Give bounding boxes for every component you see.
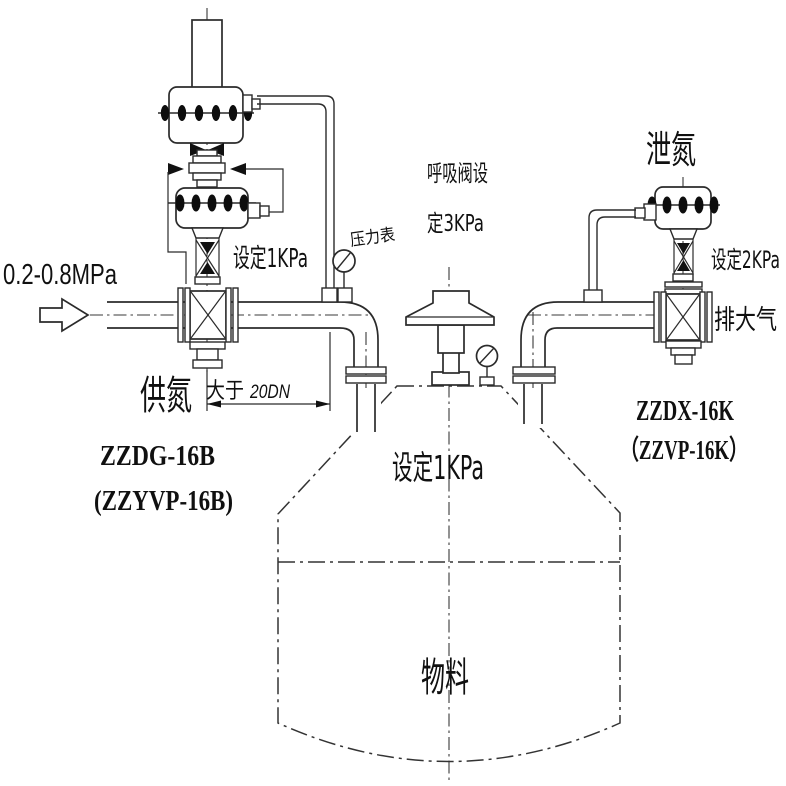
breathing-valve-label-line2: 定3KPa	[427, 211, 484, 237]
tank-setting-label: 设定1KPa	[392, 448, 484, 487]
vent-label: 排大气	[714, 305, 777, 336]
tap-fitting	[321, 287, 338, 303]
release-label: 泄氮	[646, 128, 696, 172]
pipe-flange-pair	[512, 366, 556, 375]
release-valve-model-alt-label: （ZZVP-16K）	[620, 435, 748, 465]
feedback-tube-right	[246, 168, 284, 213]
release-valve-setting-label: 设定2KPa	[711, 246, 780, 274]
feedback-tube-left	[167, 172, 187, 284]
supply-regulator-valve	[158, 19, 338, 369]
valve-yoke	[190, 227, 225, 285]
release-regulator-valve	[583, 186, 720, 365]
supply-valve-model-label: ZZDG-16B	[100, 440, 215, 472]
supply-valve-setting-label: 设定1KPa	[233, 244, 308, 274]
breather-cap	[405, 290, 495, 326]
release-pipe	[512, 301, 654, 424]
spring-housing	[191, 19, 223, 89]
valve-body	[177, 287, 239, 369]
pipe-flange-pair	[345, 366, 387, 375]
pressure-gauge-label: 压力表	[349, 225, 396, 251]
chamber-nipple	[247, 202, 261, 219]
inlet-flow-arrow-icon	[39, 297, 90, 333]
storage-tank	[277, 385, 621, 763]
breathing-valve	[405, 290, 495, 386]
sensing-nipple	[242, 94, 253, 113]
dimension-prefix-label: 大于	[206, 379, 244, 404]
dimension-annotation	[206, 332, 331, 411]
valve-yoke	[668, 228, 699, 282]
inlet-pressure-label: 0.2-0.8MPa	[3, 259, 118, 291]
sensing-nipple	[643, 203, 657, 221]
sensing-line	[257, 95, 338, 303]
valve-body	[653, 281, 713, 365]
release-valve-model-label: ZZDX-16K	[636, 395, 734, 427]
dimension-value-label: 20DN	[249, 382, 290, 403]
tank-pressure-gauge	[475, 344, 499, 386]
breathing-valve-label-line1: 呼吸阀设	[427, 161, 488, 187]
pilot-assembly	[168, 149, 246, 188]
tap-fitting	[583, 289, 603, 303]
supply-label: 供氮	[140, 373, 192, 419]
pressure-gauge	[332, 249, 356, 303]
sensing-line	[583, 209, 636, 303]
tank-material-label: 物料	[421, 655, 469, 701]
supply-valve-model-alt-label: (ZZYVP-16B)	[94, 486, 233, 517]
